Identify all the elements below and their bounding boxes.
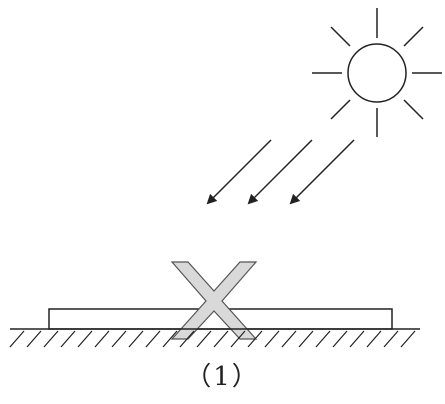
hatch-mark	[179, 330, 195, 348]
hatch-mark	[213, 330, 229, 348]
hatch-mark	[400, 330, 416, 348]
hatch-mark	[77, 330, 93, 348]
hatch-mark	[332, 330, 348, 348]
hatch-mark	[230, 330, 246, 348]
hatch-mark	[196, 330, 212, 348]
hatch-mark	[298, 330, 314, 348]
hatch-mark	[281, 330, 297, 348]
hatch-mark	[366, 330, 382, 348]
hatch-mark	[60, 330, 76, 348]
hatch-mark	[94, 330, 110, 348]
hatch-mark	[349, 330, 365, 348]
hatch-mark	[111, 330, 127, 348]
hatch-mark	[43, 330, 59, 348]
hatch-mark	[315, 330, 331, 348]
hatch-mark	[162, 330, 178, 348]
sun-icon	[312, 8, 442, 137]
hatch-mark	[247, 330, 263, 348]
hatch-mark	[264, 330, 280, 348]
hatch-mark	[128, 330, 144, 348]
hatch-mark	[26, 330, 42, 348]
light-ray-arrow-1	[206, 139, 272, 205]
light-rays	[206, 139, 355, 205]
hatch-mark	[383, 330, 399, 348]
ground-hatching	[9, 330, 416, 348]
figure-caption: （1）	[185, 362, 260, 392]
hatch-mark	[9, 330, 25, 348]
x-mark-icon	[170, 261, 258, 340]
light-ray-arrow-2	[247, 139, 313, 205]
light-ray-arrow-3	[289, 139, 355, 205]
hatch-mark	[145, 330, 161, 348]
